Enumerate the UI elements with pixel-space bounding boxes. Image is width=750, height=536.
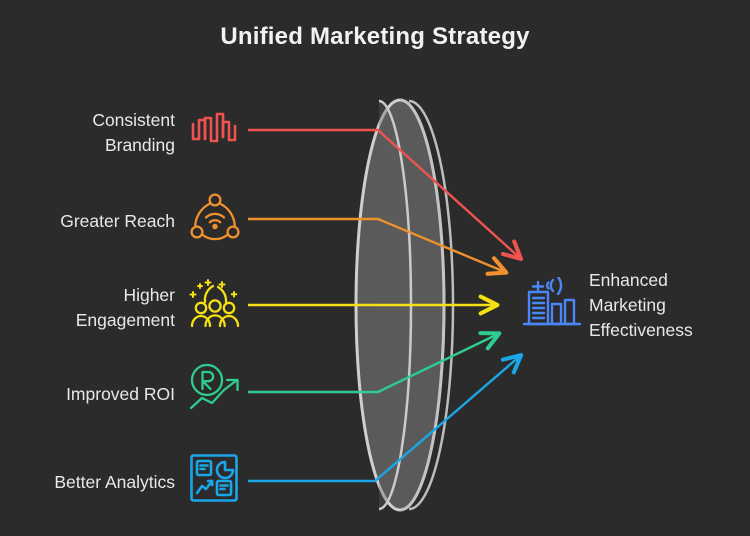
arrow-greater-reach [248, 217, 509, 276]
analytics-dashboard-icon [189, 453, 239, 508]
city-broadcast-icon [522, 275, 582, 334]
label-consistent-branding: Consistent Branding [92, 110, 175, 155]
crowd-celebration-icon [188, 277, 242, 334]
arrow-consistent-branding [248, 128, 524, 262]
label-greater-reach: Greater Reach [60, 211, 175, 231]
waveform-icon [190, 110, 240, 151]
label-improved-roi: Improved ROI [66, 384, 175, 404]
arrow-improved-roi [248, 331, 502, 394]
label-higher-engagement: Higher Engagement [75, 285, 175, 330]
page-title: Unified Marketing Strategy [220, 23, 530, 50]
roi-growth-icon [188, 363, 250, 416]
label-better-analytics: Better Analytics [54, 472, 175, 492]
arrow-better-analytics [248, 353, 524, 483]
label-enhanced-marketing-effectiveness: Enhanced Marketing Effectiveness [589, 270, 693, 340]
network-signal-icon [190, 192, 240, 247]
